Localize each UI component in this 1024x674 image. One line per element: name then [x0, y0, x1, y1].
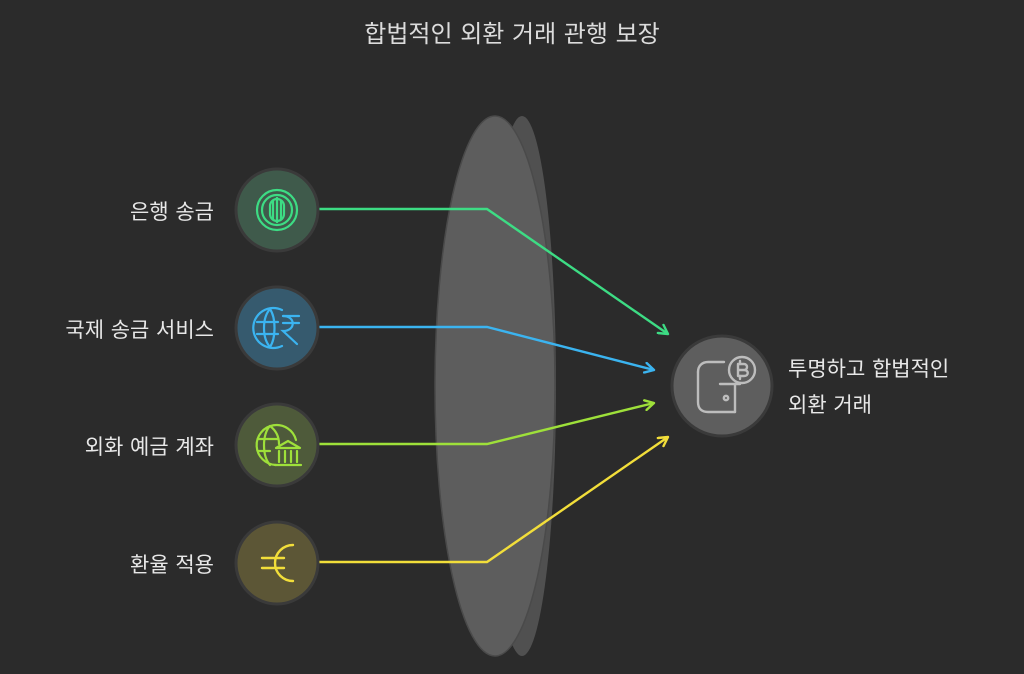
diagram-title: 합법적인 외환 거래 관행 보장 — [364, 20, 659, 48]
coin-icon — [255, 188, 299, 232]
target-label-line2: 외환 거래 — [788, 393, 872, 417]
source-label-exchange-rate: 환율 적용 — [130, 553, 214, 577]
connector-intl-remittance — [318, 325, 654, 370]
connectors — [318, 207, 668, 564]
source-intl-remittance: 국제 송금 서비스 — [65, 285, 320, 371]
source-label-bank-transfer: 은행 송금 — [130, 200, 214, 224]
source-bank-transfer: 은행 송금 — [130, 167, 320, 253]
euro-icon — [260, 543, 295, 583]
target-node: 투명하고 합법적인 외환 거래 — [670, 334, 949, 438]
globe-rupee-icon — [252, 306, 301, 350]
connector-fx-deposit — [318, 403, 654, 446]
source-exchange-rate: 환율 적용 — [130, 520, 320, 606]
crypto-wallet-icon — [696, 355, 757, 414]
source-label-fx-deposit: 외화 예금 계좌 — [85, 435, 214, 459]
lens-filter — [434, 115, 556, 657]
connector-exchange-rate — [318, 437, 668, 564]
source-label-intl-remittance: 국제 송금 서비스 — [65, 318, 214, 342]
globe-bank-icon — [255, 423, 303, 467]
connector-bank-transfer — [318, 207, 668, 334]
source-fx-deposit: 외화 예금 계좌 — [85, 402, 320, 488]
target-label-line1: 투명하고 합법적인 — [788, 357, 949, 381]
